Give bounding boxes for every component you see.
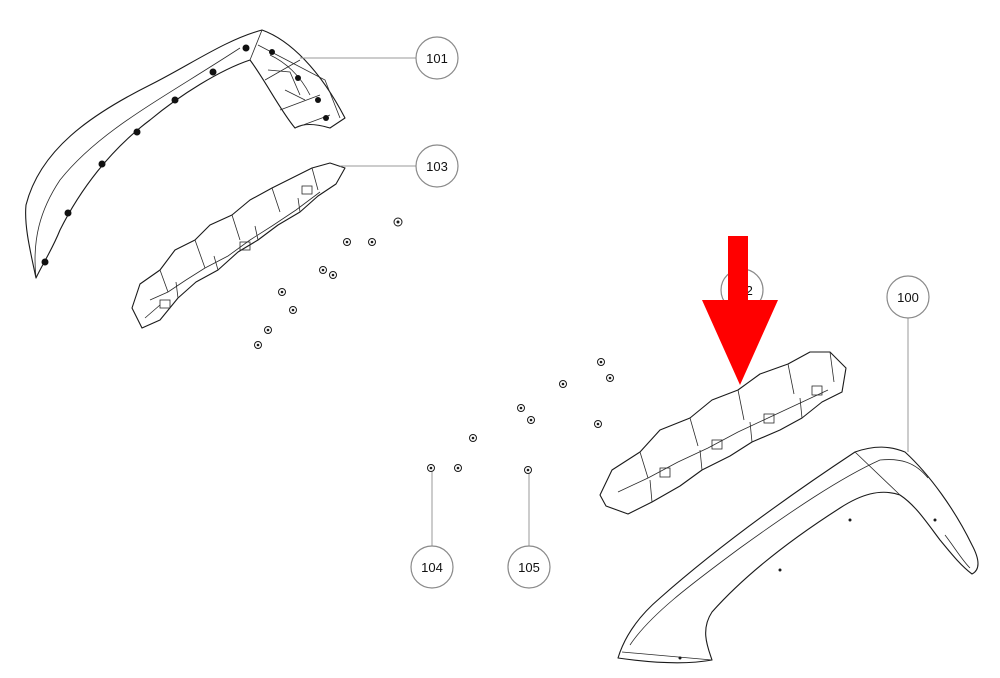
callout-103-label: 103	[426, 159, 448, 174]
fastener	[343, 238, 351, 246]
fastener	[278, 288, 286, 296]
upper-fasteners	[254, 217, 403, 349]
leader-lines	[300, 57, 909, 546]
callout-105: 105	[507, 545, 551, 589]
callout-104-label: 104	[421, 560, 443, 575]
fastener	[469, 434, 477, 442]
fastener	[527, 416, 535, 424]
fastener	[606, 374, 614, 382]
part-101-fender-flare	[25, 29, 346, 279]
fastener	[594, 420, 602, 428]
fastener	[559, 380, 567, 388]
fastener	[329, 271, 337, 279]
fastener	[597, 358, 605, 366]
callout-101-label: 101	[426, 51, 448, 66]
callout-100-label: 100	[897, 290, 919, 305]
callout-105-label: 105	[518, 560, 540, 575]
fastener	[264, 326, 272, 334]
fastener	[524, 466, 532, 474]
fastener	[368, 238, 376, 246]
fastener	[427, 464, 435, 472]
fastener	[517, 404, 525, 412]
part-102-retainer-bracket	[599, 351, 847, 515]
red-pointer-arrow	[702, 236, 778, 385]
callout-104: 104	[410, 545, 454, 589]
fastener	[454, 464, 462, 472]
callout-101: 101	[415, 36, 459, 80]
fastener	[393, 217, 403, 227]
part-100-fender-flare	[617, 446, 979, 664]
fastener	[319, 266, 327, 274]
part-103-retainer-bracket	[131, 162, 346, 329]
fastener	[289, 306, 297, 314]
callout-100: 100	[886, 275, 930, 319]
fastener	[254, 341, 262, 349]
callout-103: 103	[415, 144, 459, 188]
lower-fasteners	[427, 358, 614, 474]
